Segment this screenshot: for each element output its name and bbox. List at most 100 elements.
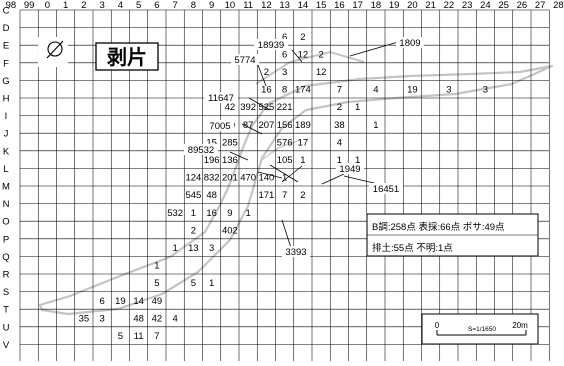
cell-count: 7 bbox=[282, 190, 287, 201]
north-arrow-icon bbox=[38, 37, 68, 67]
callout-total: 1949 bbox=[336, 163, 364, 175]
leader-lines bbox=[229, 39, 406, 252]
row-label: L bbox=[3, 164, 8, 175]
column-label: 8 bbox=[191, 0, 196, 11]
callout-total: 18939 bbox=[254, 39, 288, 51]
column-label: 15 bbox=[316, 0, 327, 11]
cell-count: 48 bbox=[133, 313, 144, 324]
cell-count: 140 bbox=[258, 173, 274, 184]
column-label: 20 bbox=[407, 0, 418, 11]
cell-count: 4 bbox=[337, 137, 342, 148]
column-label: 5 bbox=[136, 0, 141, 11]
column-label: 26 bbox=[517, 0, 528, 11]
cell-count: 3 bbox=[99, 313, 104, 324]
cell-count: 1 bbox=[337, 155, 342, 166]
cell-count: 5 bbox=[191, 278, 196, 289]
cell-count: 3 bbox=[282, 67, 287, 78]
cell-count: 6 bbox=[282, 32, 287, 43]
cell-count: 1 bbox=[355, 155, 360, 166]
column-label: 12 bbox=[261, 0, 272, 11]
cell-count: 124 bbox=[185, 173, 201, 184]
column-label: 21 bbox=[425, 0, 436, 11]
callout-total: 89532 bbox=[184, 144, 218, 156]
site-outline bbox=[38, 50, 554, 316]
row-label: R bbox=[3, 270, 10, 281]
column-label: 2 bbox=[81, 0, 86, 11]
column-label: 11 bbox=[243, 0, 253, 11]
column-label: 27 bbox=[535, 0, 546, 11]
row-label: M bbox=[2, 182, 10, 193]
callout-total: 16451 bbox=[369, 183, 403, 195]
cell-count: 1 bbox=[355, 102, 360, 113]
svg-text:16451: 16451 bbox=[373, 184, 399, 195]
cell-count: 532 bbox=[167, 208, 183, 219]
cell-count: 174 bbox=[295, 85, 311, 96]
column-label: 19 bbox=[389, 0, 400, 11]
cell-count: 3 bbox=[446, 85, 451, 96]
column-label: 28 bbox=[553, 0, 564, 11]
column-label: 10 bbox=[225, 0, 236, 11]
column-label: 98 bbox=[6, 0, 17, 11]
row-label: S bbox=[3, 287, 9, 298]
column-label: 13 bbox=[279, 0, 290, 11]
cell-count: 49 bbox=[152, 296, 163, 307]
cell-count: 189 bbox=[295, 120, 311, 131]
column-label: 25 bbox=[498, 0, 509, 11]
column-label: 22 bbox=[444, 0, 455, 11]
cell-count: 7 bbox=[154, 331, 159, 342]
svg-text:1949: 1949 bbox=[339, 164, 360, 175]
cell-count: 12 bbox=[316, 67, 327, 78]
cell-counts: 6261222312168174741933423925252212112987… bbox=[79, 32, 488, 342]
column-label: 9 bbox=[209, 0, 214, 11]
column-label: 4 bbox=[118, 0, 123, 11]
svg-text:18939: 18939 bbox=[258, 40, 284, 51]
column-label: 16 bbox=[334, 0, 345, 11]
callout-total: 11647 bbox=[204, 92, 238, 104]
row-label: U bbox=[3, 322, 10, 333]
cell-count: 2 bbox=[318, 49, 323, 60]
cell-count: 5 bbox=[154, 278, 159, 289]
column-label: 99 bbox=[24, 0, 35, 11]
cell-count: 1 bbox=[282, 173, 287, 184]
cell-count: 136 bbox=[222, 155, 238, 166]
column-label: 0 bbox=[45, 0, 50, 11]
cell-count: 1 bbox=[300, 155, 305, 166]
cell-count: 2 bbox=[337, 102, 342, 113]
column-label: 24 bbox=[480, 0, 491, 11]
column-label: 18 bbox=[371, 0, 382, 11]
title-box: 剥片 bbox=[95, 42, 159, 71]
column-label: 23 bbox=[462, 0, 473, 11]
cell-count: 7 bbox=[337, 85, 342, 96]
cell-count: 13 bbox=[188, 243, 199, 254]
cell-count: 16 bbox=[261, 85, 272, 96]
cell-count: 42 bbox=[152, 313, 163, 324]
cell-count: 17 bbox=[298, 137, 309, 148]
callout-total: 5774 bbox=[231, 54, 259, 66]
svg-text:7005: 7005 bbox=[209, 121, 230, 132]
cell-count: 35 bbox=[79, 313, 90, 324]
legend-line-2: 排土:55点 不明:1点 bbox=[372, 242, 453, 254]
cell-count: 576 bbox=[277, 137, 293, 148]
cell-count: 42 bbox=[225, 102, 236, 113]
cell-count: 2 bbox=[191, 225, 196, 236]
cell-count: 2 bbox=[300, 190, 305, 201]
cell-count: 402 bbox=[222, 225, 238, 236]
row-label: V bbox=[3, 340, 10, 351]
svg-text:3393: 3393 bbox=[285, 247, 306, 258]
cell-count: 1 bbox=[373, 120, 378, 131]
column-label: 17 bbox=[352, 0, 363, 11]
svg-text:1809: 1809 bbox=[399, 38, 420, 49]
column-label: 14 bbox=[298, 0, 309, 11]
row-label: F bbox=[3, 58, 9, 69]
svg-text:11647: 11647 bbox=[208, 93, 234, 104]
cell-count: 48 bbox=[206, 190, 217, 201]
cell-count: 4 bbox=[373, 85, 378, 96]
row-label: J bbox=[4, 129, 9, 140]
cell-count: 4 bbox=[172, 313, 177, 324]
cell-count: 545 bbox=[185, 190, 201, 201]
cell-count: 5 bbox=[118, 331, 123, 342]
